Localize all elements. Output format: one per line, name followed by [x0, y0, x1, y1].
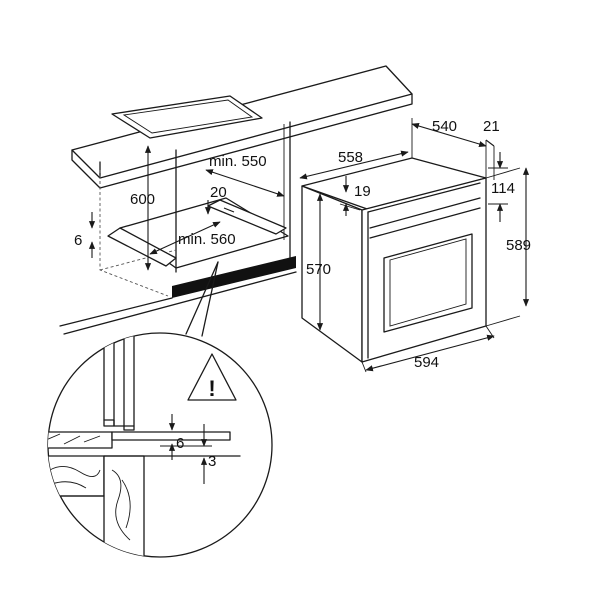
cooktop [111, 95, 263, 139]
label-top-offset: 19 [354, 183, 371, 200]
plinth [172, 256, 296, 298]
label-body-height: 570 [306, 261, 331, 278]
warning-symbol: ! [208, 376, 215, 401]
oven [301, 118, 521, 363]
oven-front [361, 177, 487, 363]
dim-oven-width: 594 [361, 325, 495, 373]
label-oven-body-depth: 558 [338, 149, 363, 166]
dim-top-offset: 19 [339, 176, 371, 216]
right-rail [207, 199, 287, 235]
label-cutout-height: 600 [130, 191, 155, 208]
label-panel-height: 114 [491, 180, 515, 197]
dim-oven-height: 589 [506, 167, 531, 307]
label-oven-depth-top: 540 [432, 118, 457, 135]
label-detail-thickness: 3 [208, 453, 216, 470]
oven-window [383, 233, 473, 333]
detail-callout: ! 6 3 [47, 261, 273, 558]
dim-rail-gap: 20 [204, 184, 235, 215]
warning-icon [187, 353, 237, 401]
dim-cutout-width: min. 550 [205, 153, 285, 197]
dim-cutout-height: 600 [130, 145, 155, 271]
label-cutout-depth: min. 560 [178, 231, 236, 248]
label-base-gap: 6 [74, 232, 82, 249]
label-oven-height: 589 [506, 237, 531, 254]
dim-oven-body-depth: 558 [299, 149, 409, 180]
label-front-thickness: 21 [483, 118, 500, 135]
cabinet [59, 65, 413, 335]
dim-cutout-depth: min. 560 [149, 221, 236, 255]
dim-body-height: 570 [306, 193, 331, 331]
dim-oven-depth-top: 540 [411, 118, 487, 147]
dim-panel-height: 114 [488, 152, 515, 222]
label-rail-gap: 20 [210, 184, 227, 201]
dim-front-thickness: 21 [483, 118, 500, 147]
label-detail-gap: 6 [176, 435, 184, 452]
label-oven-width: 594 [414, 354, 439, 371]
label-cutout-width: min. 550 [209, 153, 267, 170]
dim-base-gap: 6 [74, 212, 96, 258]
